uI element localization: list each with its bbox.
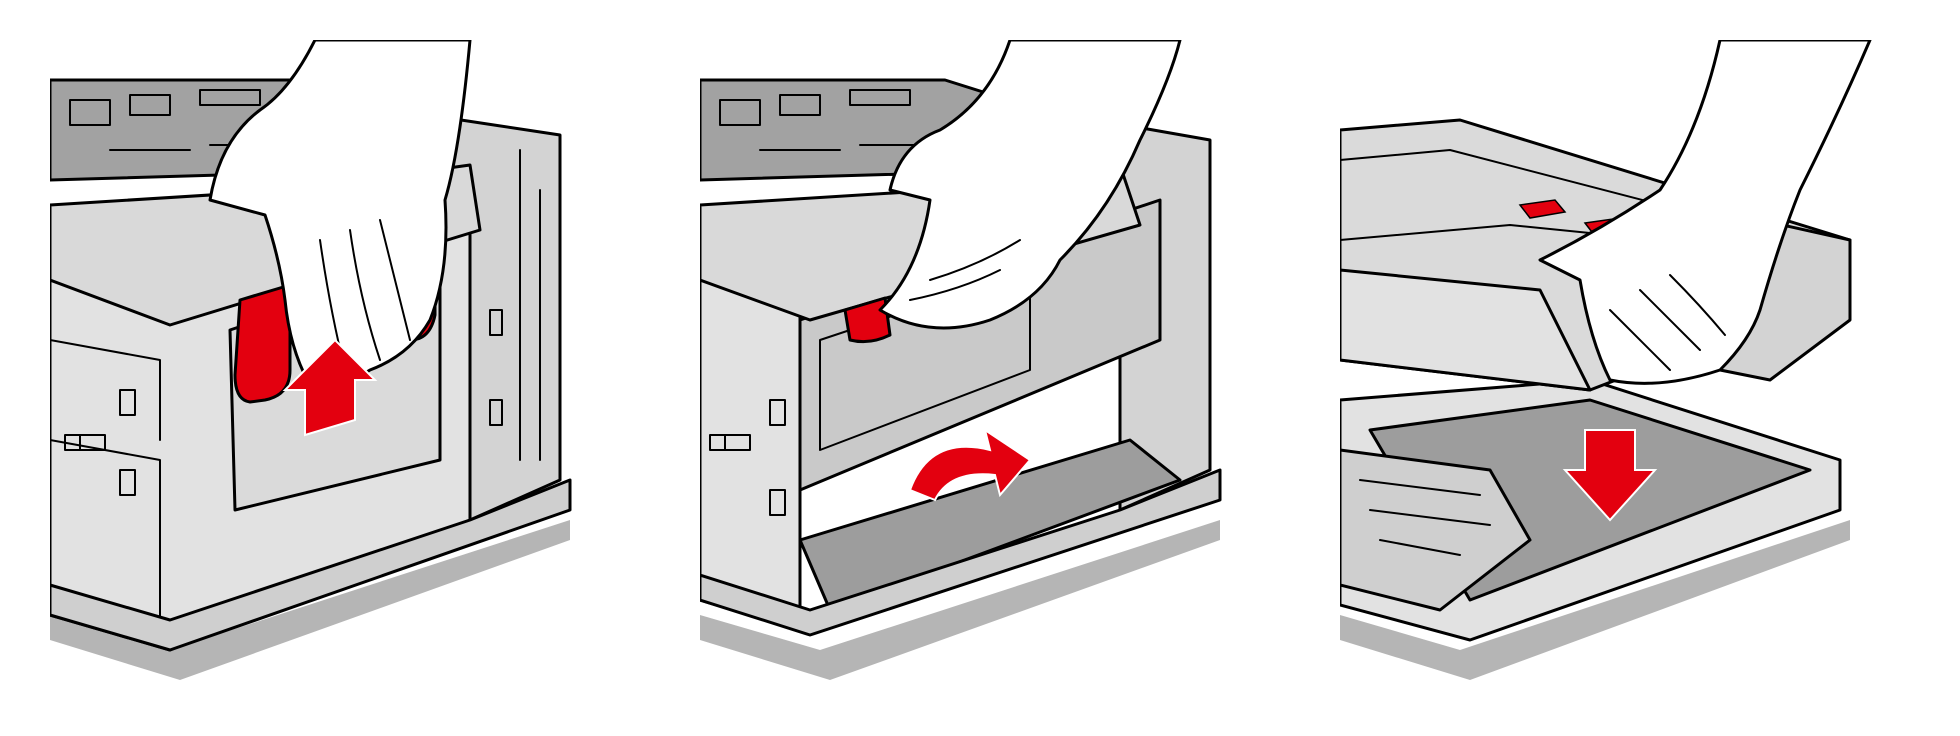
hand [878,40,1182,330]
back-wall-slots [719,89,931,151]
step-1-lift-handle [50,40,610,680]
red-handle [233,283,292,404]
crate-base-rim [700,468,1222,637]
folded-side-panel [1340,448,1532,612]
step-2-fold-side-panel [700,40,1260,680]
step-3-lower-top [1340,40,1900,680]
crate-floor [798,438,1182,612]
top-section-face [1340,268,1592,392]
red-handle [843,296,892,344]
hand-fingers [909,239,1021,301]
up-arrow [282,338,378,437]
crate-base-rim [50,478,572,652]
curved-arrow [908,427,1032,502]
front-wall-seam [50,339,161,631]
hinge-pin [64,434,106,451]
left-wall-slots [769,399,786,516]
step-2-illustration [700,40,1222,680]
front-wall-slots [119,309,503,496]
back-wall-slots [69,89,281,151]
step-1-illustration [50,40,572,680]
red-tab-1 [1518,199,1567,219]
folded-panel-detail [1359,479,1491,556]
hand-fingers [1609,274,1726,371]
right-wall-rib [519,149,541,461]
step-3-illustration [1340,40,1872,680]
hand [1538,40,1872,385]
hinge-pin [709,434,751,451]
down-arrow [1562,429,1658,522]
